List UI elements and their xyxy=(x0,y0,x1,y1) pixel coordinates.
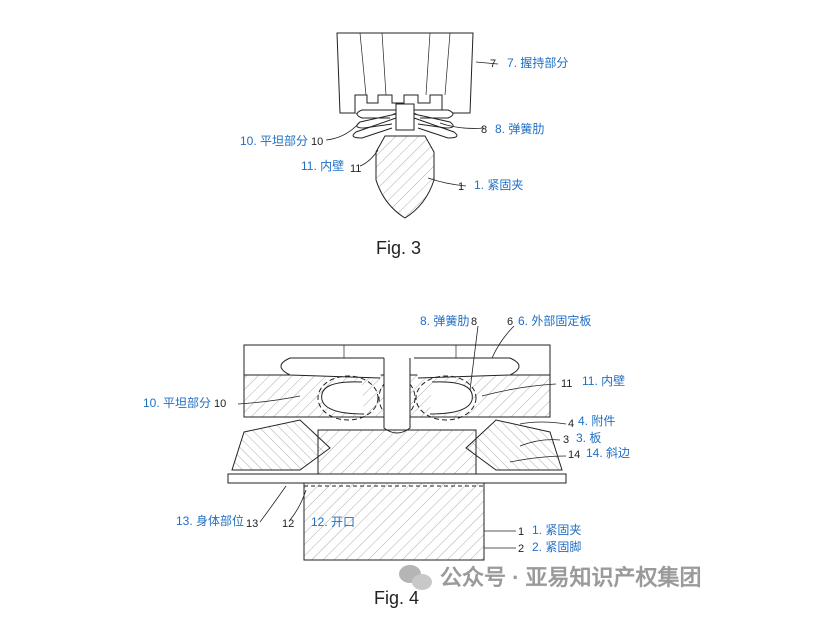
fig4-num-13: 13 xyxy=(246,518,259,530)
fig4-num-3: 3 xyxy=(563,434,570,446)
wechat-icon xyxy=(399,565,432,590)
fig3-drawing xyxy=(336,32,474,219)
fig3-num-10: 10 xyxy=(311,136,324,148)
fig3-label-rib: 8. 弹簧肋 xyxy=(495,122,545,136)
fig3-clip xyxy=(375,135,435,219)
fig3-num-8: 8 xyxy=(481,124,488,136)
fig4-foot xyxy=(303,483,485,561)
fig4-label-flat: 10. 平坦部分 xyxy=(143,396,212,410)
fig4-num-10: 10 xyxy=(214,398,227,410)
fig3-label-clip: 1. 紧固夹 xyxy=(474,178,524,192)
fig4-label-plate: 3. 板 xyxy=(576,431,602,445)
fig4-label-attachment: 4. 附件 xyxy=(578,414,616,428)
watermark-text: 公众号 · 亚易知识产权集团 xyxy=(440,565,702,590)
fig3-rib-left xyxy=(356,109,396,119)
fig3-num-1: 1 xyxy=(458,181,465,193)
fig4-drawing xyxy=(227,344,567,561)
fig3-label-flat: 10. 平坦部分 xyxy=(240,134,309,148)
fig4-num-11: 11 xyxy=(561,378,573,390)
fig4-num-6: 6 xyxy=(507,316,514,328)
fig4-rib-right xyxy=(414,357,520,379)
fig3-label-grip: 7. 握持部分 xyxy=(507,56,569,70)
fig4-caption: Fig. 4 xyxy=(374,588,420,608)
fig4-num-14: 14 xyxy=(568,449,581,461)
fig4-label-opening: 12. 开口 xyxy=(311,515,356,529)
fig3-leaders xyxy=(325,61,499,187)
fig4-num-1: 1 xyxy=(518,526,525,538)
fig4-rib-left xyxy=(280,357,384,379)
fig4-body-block xyxy=(317,429,477,475)
fig4-label-foot: 2. 紧固脚 xyxy=(532,540,582,554)
fig3-rib-right xyxy=(414,109,454,119)
fig3-num-7: 7 xyxy=(490,58,497,70)
fig3-label-inner-wall: 11. 内壁 xyxy=(301,159,345,173)
fig4-label-rib: 8. 弹簧肋 xyxy=(420,314,470,328)
fig4-num-8: 8 xyxy=(471,316,478,328)
fig4-label-body: 13. 身体部位 xyxy=(176,514,245,528)
fig3-grip xyxy=(336,32,474,114)
fig4-num-2: 2 xyxy=(518,543,525,555)
fig4-wing-right xyxy=(465,419,563,471)
fig4-wing-left xyxy=(231,419,331,471)
fig4-num-4: 4 xyxy=(568,418,575,430)
fig4-num-12: 12 xyxy=(282,518,295,530)
fig4-label-inner-wall: 11. 内壁 xyxy=(582,374,626,388)
fig3-caption: Fig. 3 xyxy=(376,238,422,258)
fig4-leaders xyxy=(237,325,567,549)
fig4-label-bevel: 14. 斜边 xyxy=(586,446,631,460)
fig3-num-11: 11 xyxy=(350,163,362,175)
fig4-label-outer-plate: 6. 外部固定板 xyxy=(518,314,592,328)
fig4-label-clip: 1. 紧固夹 xyxy=(532,523,582,537)
fig4-base-plate xyxy=(227,473,567,484)
